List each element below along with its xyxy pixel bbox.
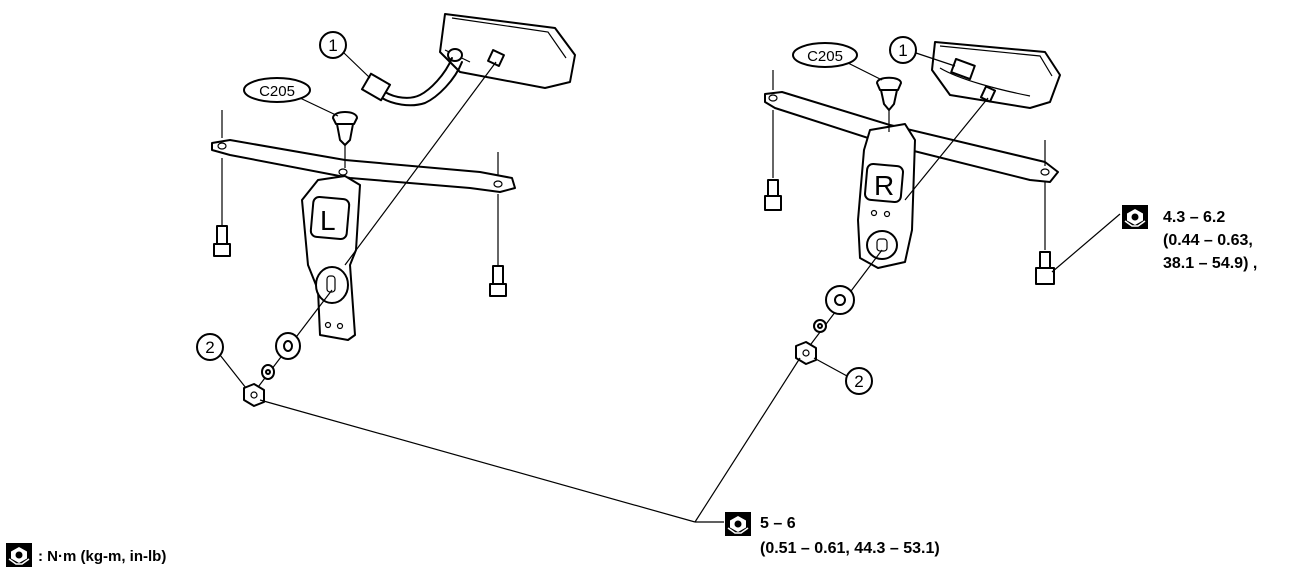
right-callout-c205: C205 (792, 42, 883, 81)
left-c205-clip (332, 111, 358, 168)
right-fog-lamp (931, 41, 1061, 109)
svg-text:1: 1 (898, 41, 907, 60)
torque-nut-icon (725, 512, 751, 536)
right-callout-1: 1 (889, 36, 956, 67)
left-fastener-stack (243, 289, 333, 407)
torque-legend: : N·m (kg-m, in-lb) (6, 543, 166, 567)
torque-nut-icon (1122, 205, 1148, 229)
svg-text:4.3 – 6.2: 4.3 – 6.2 (1163, 209, 1225, 226)
right-outer-bolt (764, 70, 782, 211)
svg-text:C205: C205 (807, 48, 843, 65)
svg-text:2: 2 (854, 372, 863, 391)
right-c205-clip (876, 76, 902, 132)
left-callout-c205: C205 (243, 77, 339, 117)
lower-torque-leaders (259, 357, 801, 523)
torque-nut-icon (6, 543, 32, 567)
upper-torque-leader (1051, 213, 1121, 273)
left-callout-1: 1 (319, 31, 371, 79)
svg-text:(0.51 – 0.61, 44.3 – 53.1): (0.51 – 0.61, 44.3 – 53.1) (760, 540, 940, 557)
right-bracket-plate: R (857, 123, 916, 269)
svg-text:(0.44 – 0.63,: (0.44 – 0.63, (1163, 232, 1253, 249)
left-bracket-plate: L (301, 175, 361, 341)
svg-text:C205: C205 (259, 83, 295, 100)
left-lamp-stud-line (344, 61, 497, 266)
right-lamp-stud-line (904, 97, 989, 201)
left-outer-bolt (213, 110, 231, 257)
upper-torque-spec: 4.3 – 6.2 (0.44 – 0.63, 38.1 – 54.9) , (1163, 209, 1257, 272)
right-assembly: R (764, 36, 1061, 395)
left-assembly: L (196, 13, 576, 407)
svg-text:5 – 6: 5 – 6 (760, 515, 796, 532)
right-callout-2: 2 (813, 357, 873, 395)
legend-text: : N·m (kg-m, in-lb) (38, 548, 166, 565)
left-fog-lamp (439, 13, 576, 89)
svg-text:1: 1 (328, 36, 337, 55)
left-bracket-bar (211, 139, 516, 193)
right-inner-bolt (1035, 140, 1055, 285)
left-callout-2: 2 (196, 333, 247, 389)
svg-text:38.1 – 54.9) ,: 38.1 – 54.9) , (1163, 255, 1257, 272)
svg-text:2: 2 (205, 338, 214, 357)
right-bracket-mark: R (874, 170, 894, 201)
left-harness (360, 57, 463, 107)
right-fastener-stack (795, 249, 883, 365)
left-inner-bolt (489, 152, 507, 297)
lower-torque-spec: 5 – 6 (0.51 – 0.61, 44.3 – 53.1) (760, 515, 940, 557)
left-bracket-mark: L (320, 205, 336, 236)
